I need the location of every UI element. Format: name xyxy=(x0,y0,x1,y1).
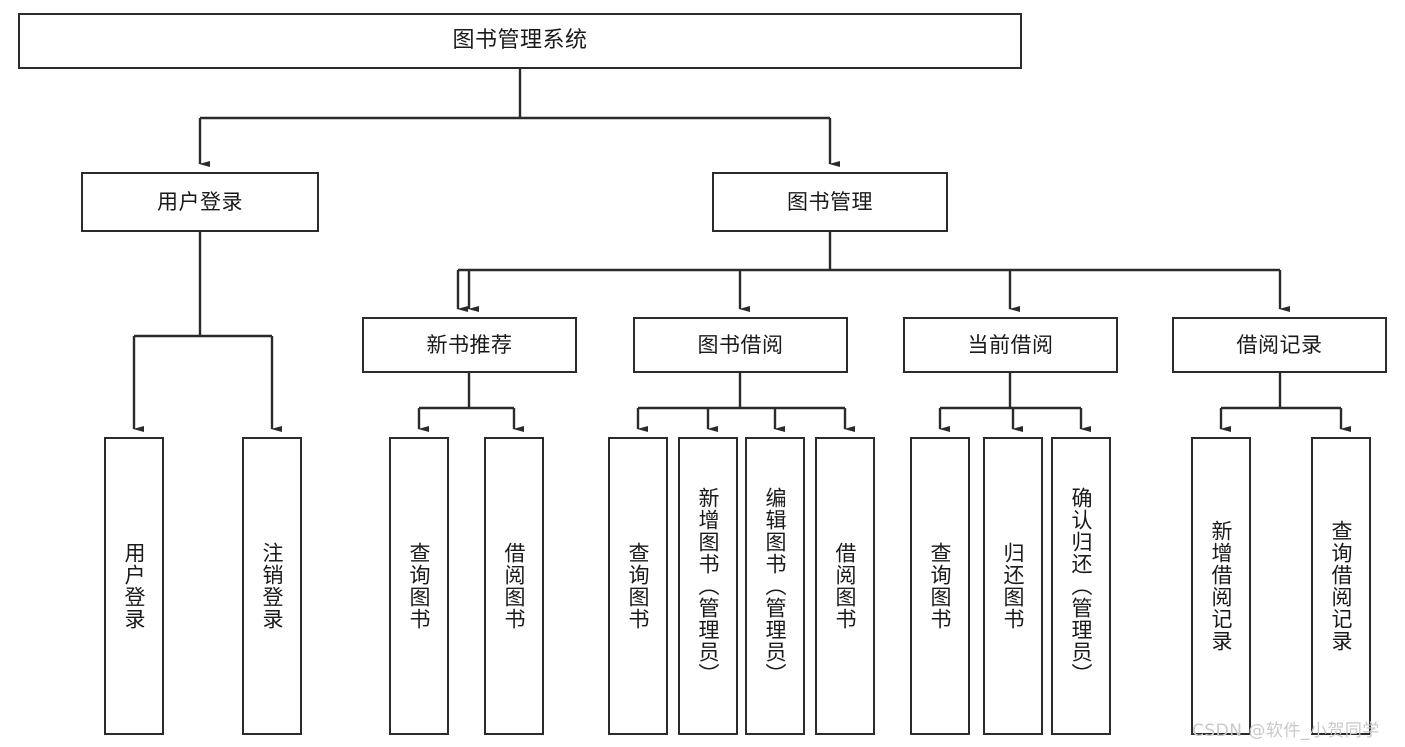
node-leaf-confirm-return-admin-label: 确认归还（管理员） xyxy=(1069,487,1094,685)
node-root[interactable]: 图书管理系统 xyxy=(18,13,1022,69)
node-leaf-query-books-borrow-label: 查询图书 xyxy=(626,542,651,630)
node-current-borrow-label: 当前借阅 xyxy=(967,332,1054,357)
node-leaf-borrow-books-recommend[interactable]: 借阅图书 xyxy=(484,437,544,735)
node-leaf-borrow-books-borrow[interactable]: 借阅图书 xyxy=(815,437,875,735)
node-leaf-edit-book-admin-label: 编辑图书（管理员） xyxy=(763,487,788,685)
node-leaf-query-books-recommend[interactable]: 查询图书 xyxy=(389,437,449,735)
node-borrow-records-label: 借阅记录 xyxy=(1236,332,1323,357)
node-leaf-edit-book-admin[interactable]: 编辑图书（管理员） xyxy=(745,437,805,735)
node-book-borrow[interactable]: 图书借阅 xyxy=(633,317,848,373)
node-book-management-label: 图书管理 xyxy=(787,189,873,214)
node-leaf-query-borrow-record[interactable]: 查询借阅记录 xyxy=(1311,437,1371,735)
node-leaf-add-borrow-record-label: 新增借阅记录 xyxy=(1209,520,1234,652)
node-user-login[interactable]: 用户登录 xyxy=(81,172,319,232)
node-user-login-label: 用户登录 xyxy=(157,189,243,214)
node-leaf-logout-login-label: 注销登录 xyxy=(260,542,285,630)
node-leaf-query-books-current[interactable]: 查询图书 xyxy=(910,437,970,735)
node-leaf-user-login-label: 用户登录 xyxy=(122,542,147,630)
node-leaf-add-borrow-record[interactable]: 新增借阅记录 xyxy=(1191,437,1251,735)
node-leaf-query-borrow-record-label: 查询借阅记录 xyxy=(1329,520,1354,652)
csdn-watermark: CSDN @软件_小贺同学 xyxy=(1192,721,1380,741)
node-root-label: 图书管理系统 xyxy=(452,28,588,54)
node-leaf-return-books[interactable]: 归还图书 xyxy=(983,437,1043,735)
node-borrow-records[interactable]: 借阅记录 xyxy=(1172,317,1387,373)
node-leaf-add-book-admin-label: 新增图书（管理员） xyxy=(696,487,721,685)
node-leaf-query-books-recommend-label: 查询图书 xyxy=(407,542,432,630)
node-leaf-borrow-books-borrow-label: 借阅图书 xyxy=(833,542,858,630)
node-leaf-user-login[interactable]: 用户登录 xyxy=(104,437,164,735)
node-current-borrow[interactable]: 当前借阅 xyxy=(903,317,1118,373)
node-leaf-query-books-borrow[interactable]: 查询图书 xyxy=(608,437,668,735)
node-leaf-return-books-label: 归还图书 xyxy=(1001,542,1026,630)
node-leaf-add-book-admin[interactable]: 新增图书（管理员） xyxy=(678,437,738,735)
node-new-book-recommend-label: 新书推荐 xyxy=(426,332,513,357)
node-new-book-recommend[interactable]: 新书推荐 xyxy=(362,317,577,373)
node-book-management[interactable]: 图书管理 xyxy=(712,172,948,232)
node-leaf-query-books-current-label: 查询图书 xyxy=(928,542,953,630)
node-leaf-logout-login[interactable]: 注销登录 xyxy=(242,437,302,735)
node-leaf-borrow-books-recommend-label: 借阅图书 xyxy=(502,542,527,630)
node-book-borrow-label: 图书借阅 xyxy=(697,332,784,357)
node-leaf-confirm-return-admin[interactable]: 确认归还（管理员） xyxy=(1051,437,1111,735)
